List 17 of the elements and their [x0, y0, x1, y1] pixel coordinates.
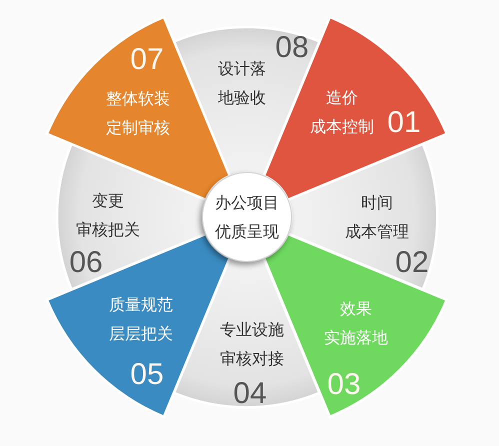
step-number: 01 [387, 108, 421, 138]
step-number: 06 [69, 248, 103, 278]
segment-label: 整体软装定制审核 [104, 88, 171, 140]
segment-label: 设计落地验收 [216, 58, 267, 108]
step-number: 05 [130, 360, 164, 390]
segment-label: 效果实施落地 [322, 298, 389, 349]
segment-label: 造价成本控制 [308, 87, 375, 138]
segment-label: 时间成本管理 [344, 192, 410, 243]
step-number: 03 [327, 370, 361, 400]
step-number: 02 [395, 248, 429, 278]
step-number: 08 [275, 33, 309, 63]
segment-label: 办公项目优质呈现 [214, 192, 280, 243]
segment-label: 专业设施审核对接 [218, 319, 285, 370]
step-number: 04 [233, 378, 267, 409]
step-number: 07 [130, 44, 164, 75]
segment-label: 质量规范层层把关 [108, 294, 174, 345]
segment-label: 变更审核把关 [75, 190, 141, 241]
